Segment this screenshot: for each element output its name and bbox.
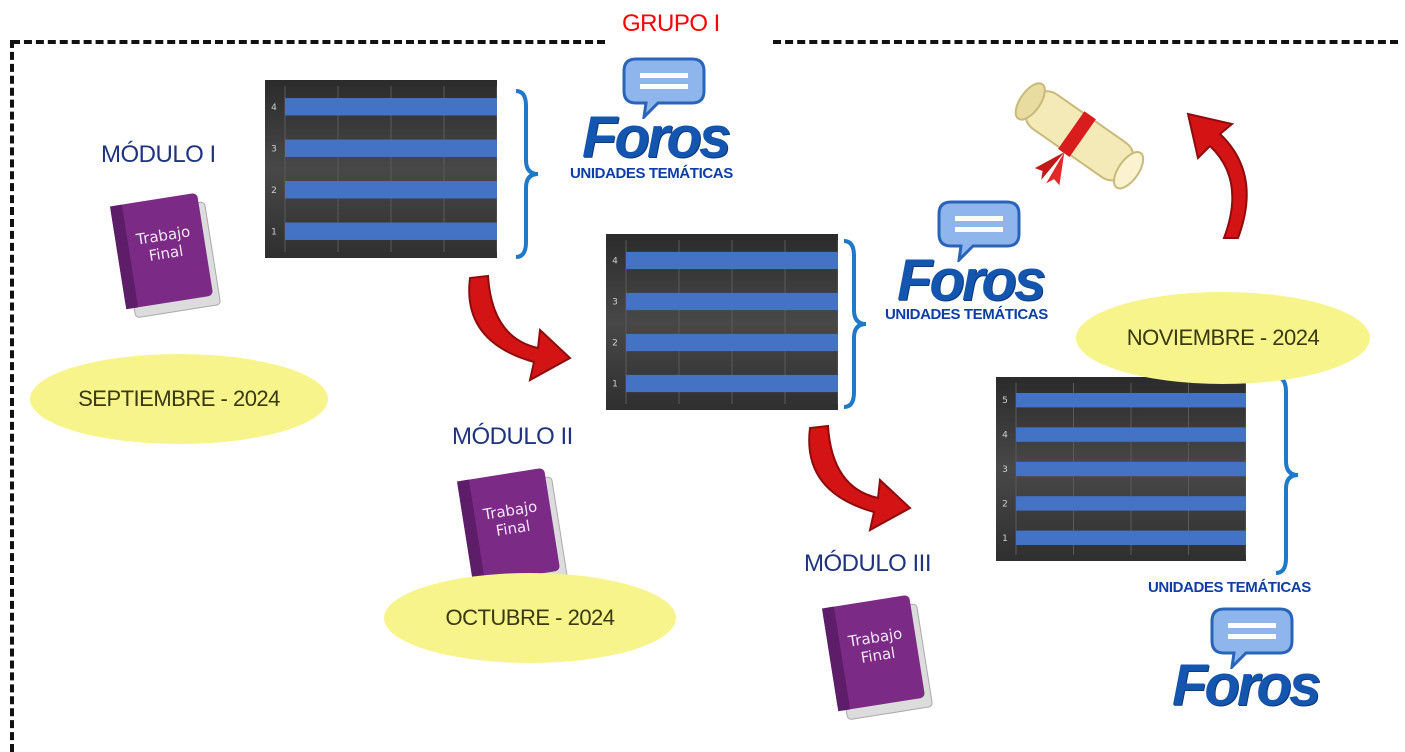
- book-icon: Trabajo Final: [820, 590, 940, 725]
- tick-label: 3: [271, 144, 277, 154]
- tick-label: 1: [612, 380, 618, 390]
- bar: [626, 333, 838, 352]
- foros-word: Foros: [897, 248, 1046, 313]
- tick-label: 2: [612, 339, 618, 349]
- tick-label: 4: [1002, 431, 1008, 441]
- date-ellipse-1: SEPTIEMBRE - 2024: [30, 354, 328, 444]
- speech-bubble-icon: [937, 200, 1021, 262]
- date-ellipse-2: OCTUBRE - 2024: [384, 573, 676, 663]
- group-title: GRUPO I: [622, 10, 720, 37]
- date-label-1: SEPTIEMBRE - 2024: [78, 386, 280, 411]
- foros-word: Foros: [1172, 653, 1321, 718]
- bar: [285, 98, 497, 116]
- book-text-line2: Final: [148, 242, 185, 265]
- bar: [1016, 530, 1246, 546]
- tick-label: 1: [1002, 534, 1008, 544]
- tick-label: 4: [271, 103, 277, 113]
- book-text-line2: Final: [860, 644, 897, 667]
- frame-top-right-border: [773, 40, 1398, 44]
- bar: [626, 292, 838, 311]
- tick-label: 3: [1002, 465, 1008, 475]
- tick-label: 2: [1002, 499, 1008, 509]
- bar-chart-2: 4 3 2 1: [606, 234, 838, 410]
- foros-subtitle: UNIDADES TEMÁTICAS: [1148, 579, 1311, 596]
- module-1-title: MÓDULO I: [101, 141, 216, 168]
- bar: [626, 251, 838, 270]
- brace-icon: [840, 238, 868, 410]
- frame-top-left-border: [12, 40, 605, 44]
- bar: [1016, 496, 1246, 511]
- module-2-title: MÓDULO II: [452, 423, 573, 450]
- foros-subtitle: UNIDADES TEMÁTICAS: [570, 165, 733, 182]
- book-icon: Trabajo Final: [108, 188, 228, 323]
- curved-arrow-icon: [1180, 110, 1260, 247]
- tick-label: 3: [612, 298, 618, 308]
- book-icon: Trabajo Final: [455, 463, 575, 598]
- bar: [626, 374, 838, 393]
- date-label-3: NOVIEMBRE - 2024: [1126, 325, 1320, 350]
- foros-logo-2: Foros UNIDADES TEMÁTICAS: [885, 198, 1105, 328]
- foros-logo-1: Foros UNIDADES TEMÁTICAS: [570, 55, 800, 185]
- foros-logo-3: Foros: [1170, 605, 1370, 725]
- tick-label: 5: [1002, 396, 1008, 406]
- foros-word: Foros: [582, 105, 731, 170]
- tick-label: 4: [612, 257, 618, 267]
- tick-label: 2: [271, 186, 277, 196]
- speech-bubble-icon: [622, 57, 706, 119]
- bar-chart-1: 4 3 2 1: [265, 80, 497, 258]
- bar: [1016, 461, 1246, 477]
- bar: [285, 181, 497, 199]
- bar-chart-3: 5 4 3 2 1: [996, 377, 1246, 561]
- date-ellipse-3: NOVIEMBRE - 2024: [1076, 292, 1370, 384]
- diploma-scroll-icon: [1000, 60, 1160, 215]
- brace-icon: [512, 88, 540, 260]
- date-label-2: OCTUBRE - 2024: [445, 605, 615, 630]
- book-text-line2: Final: [495, 517, 532, 540]
- bar: [1016, 427, 1246, 442]
- bar: [285, 139, 497, 157]
- module-3-title: MÓDULO III: [804, 550, 932, 577]
- foros-subtitle: UNIDADES TEMÁTICAS: [885, 306, 1048, 323]
- speech-bubble-icon: [1210, 607, 1294, 669]
- frame-left-border: [10, 40, 14, 752]
- tick-label: 1: [271, 227, 277, 237]
- bar: [285, 222, 497, 240]
- brace-icon: [1272, 374, 1300, 576]
- bar: [1016, 392, 1246, 408]
- curved-arrow-icon: [798, 422, 928, 552]
- curved-arrow-icon: [458, 272, 588, 402]
